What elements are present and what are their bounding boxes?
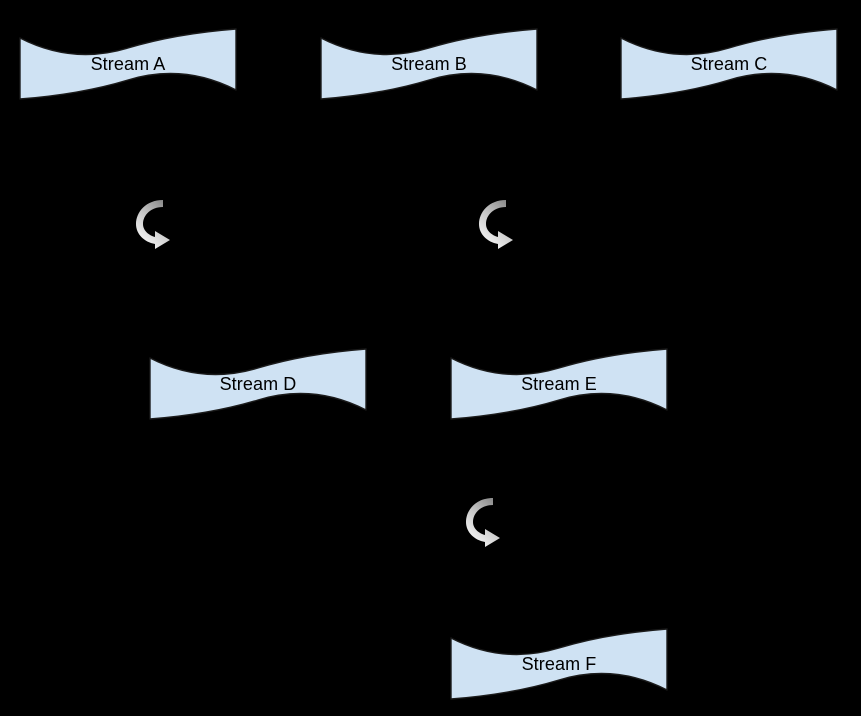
wave-banner-shape [149,348,367,420]
curved-rotation-arrow-icon [479,200,513,249]
wave-banner-shape [320,28,538,100]
curved-rotation-arrow-icon [466,498,500,547]
wave-banner-shape [19,28,237,100]
wave-banner-shape [450,628,668,700]
curved-rotation-arrow-icon [136,200,170,249]
wave-banner-shape [620,28,838,100]
wave-banner-shape [450,348,668,420]
